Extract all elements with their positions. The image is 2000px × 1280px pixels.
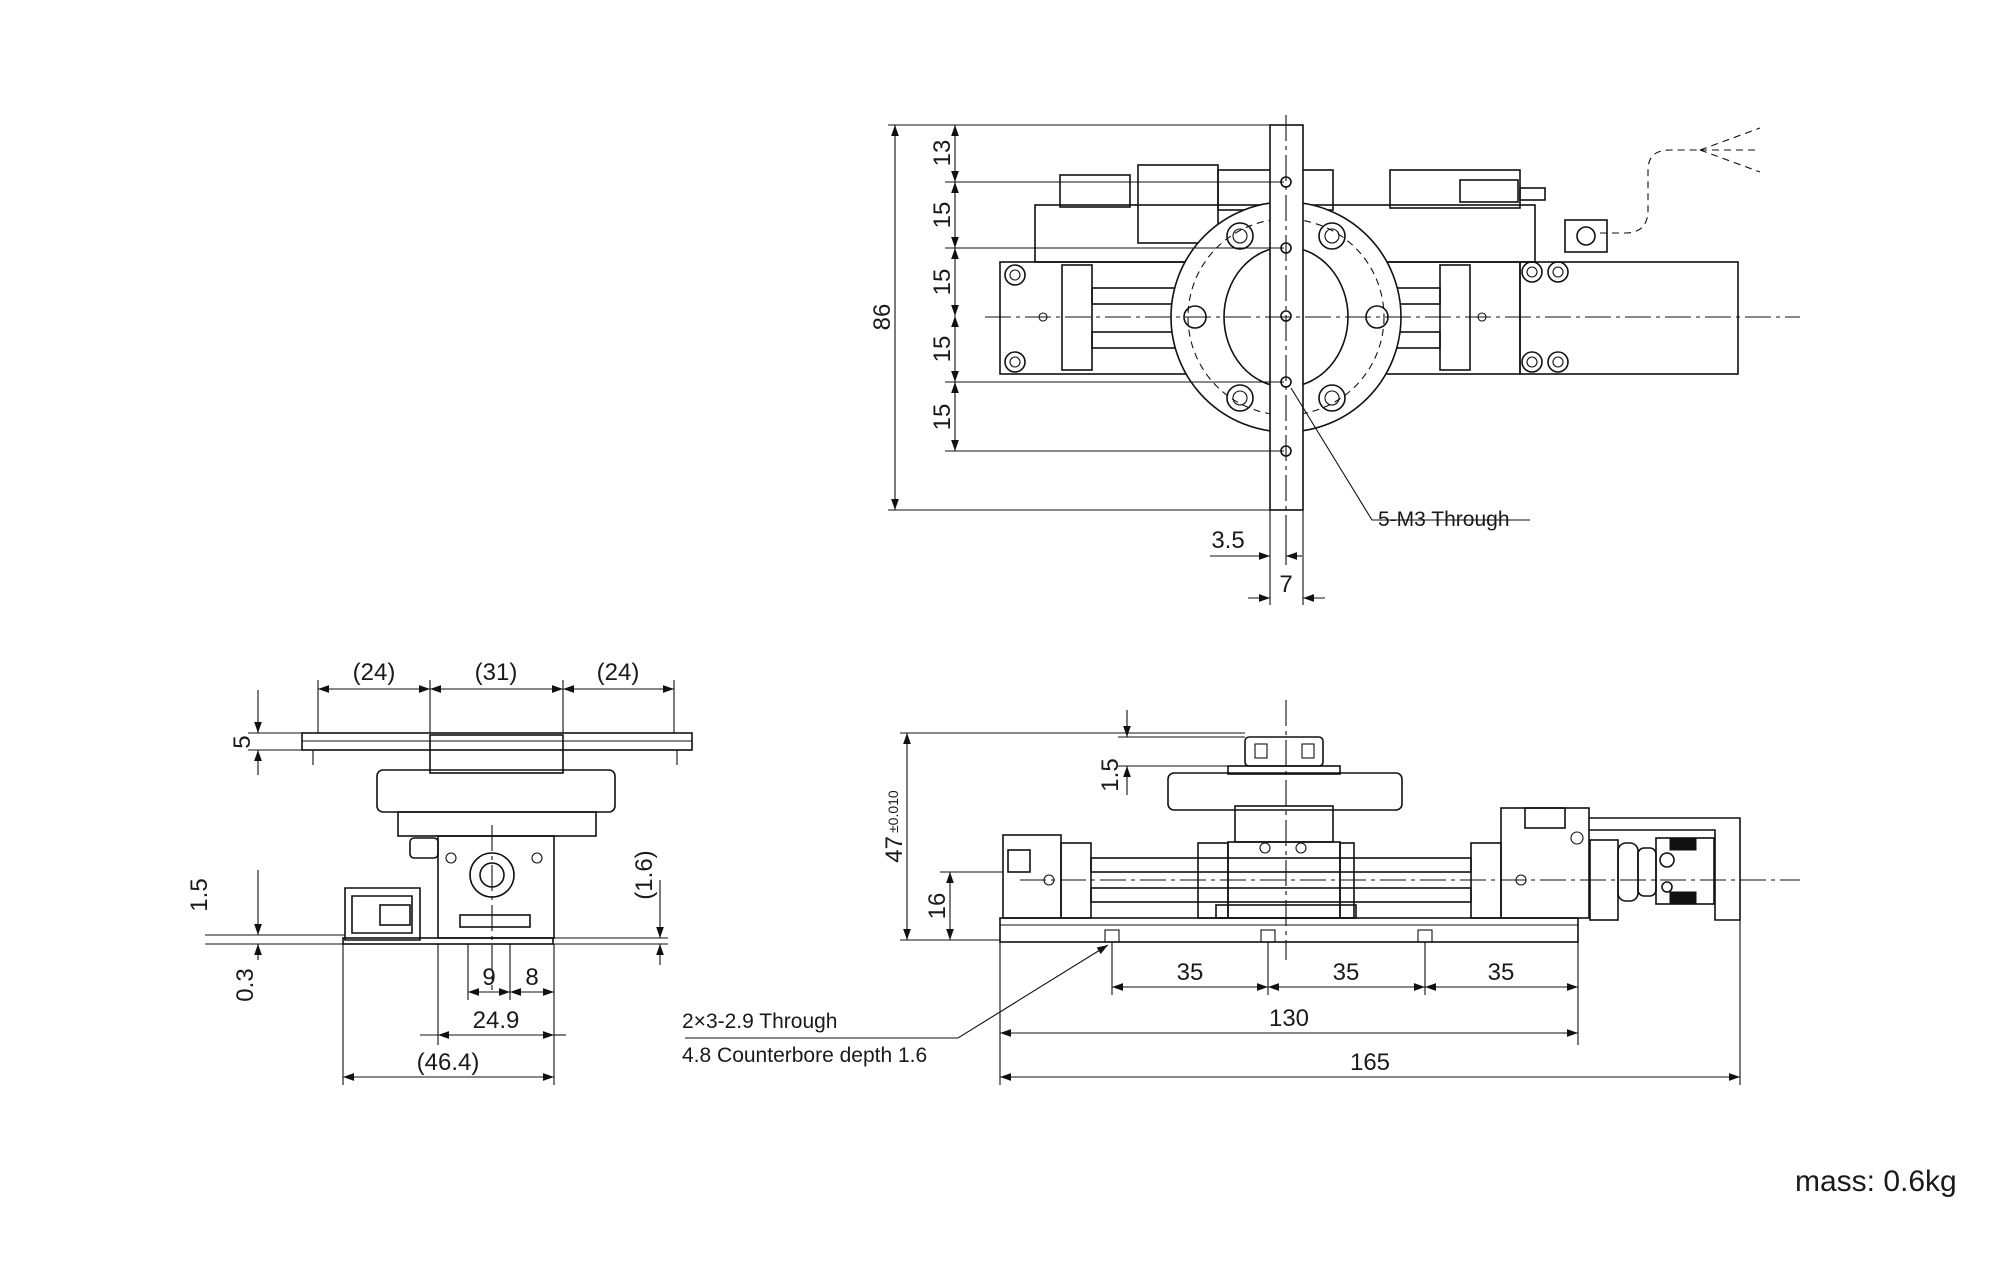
left-view: (24) (31) (24) 5 1.5 0.3 (1.6) 9 8 24.9 …	[186, 659, 693, 1085]
dim-47: 47	[881, 836, 908, 863]
front-rail-carriage	[1244, 736, 1324, 767]
front-rotary-column	[1234, 805, 1334, 843]
top-cable-wires	[1699, 127, 1761, 173]
top-left-block	[1061, 264, 1093, 371]
dim-47-tolerance: ±0.010	[885, 790, 901, 833]
dim-24-left: (24)	[353, 659, 396, 686]
dim-15-top-d: 15	[929, 404, 956, 431]
top-connector-hole	[1576, 226, 1596, 246]
dim-86: 86	[869, 304, 896, 331]
dim-1-5-front: 1.5	[1097, 758, 1124, 791]
dim-13-top: 13	[929, 140, 956, 167]
dim-15-top-c: 15	[929, 336, 956, 363]
dim-130: 130	[1269, 1005, 1309, 1032]
dim-9: 9	[482, 964, 495, 991]
dim-0-3: 0.3	[232, 968, 259, 1001]
front-coupler-ring-b	[1637, 847, 1657, 897]
top-screw-holes	[1004, 261, 1569, 373]
callout-counterbore: 4.8 Counterbore depth 1.6	[682, 1044, 927, 1067]
dim-31: (31)	[475, 659, 518, 686]
left-mount-block	[429, 734, 564, 774]
left-rail-clip	[459, 914, 531, 928]
dim-35-a: 35	[1177, 959, 1204, 986]
top-ring-screws	[1226, 222, 1346, 412]
top-motor-housing	[1519, 261, 1739, 375]
dim-24-9: 24.9	[473, 1007, 520, 1034]
left-side-knob	[409, 837, 439, 859]
dim-1-5-left: 1.5	[186, 878, 213, 911]
left-turntable-base	[397, 811, 597, 837]
dim-3-5: 3.5	[1211, 527, 1244, 554]
front-rail-upper	[1090, 857, 1472, 873]
mass-label: mass: 0.6kg	[1795, 1165, 1957, 1198]
dim-35-c: 35	[1488, 959, 1515, 986]
callout-5-m3-through: 5-M3 Through	[1378, 508, 1510, 531]
top-callout-leader	[1290, 387, 1530, 521]
top-cable	[1600, 149, 1700, 234]
front-turntable	[1167, 772, 1403, 811]
top-sensor-plug	[1519, 187, 1546, 201]
dim-16: 16	[924, 893, 951, 920]
front-motor-bracket	[1589, 817, 1741, 921]
dim-15-top-b: 15	[929, 269, 956, 296]
left-turntable	[376, 769, 616, 813]
front-callout-leader	[685, 944, 1109, 1039]
dim-35-b: 35	[1333, 959, 1360, 986]
dim-1-6: (1.6)	[631, 850, 658, 899]
dim-5: 5	[229, 735, 256, 748]
front-view: 47 ±0.010 16 1.5 35 35 35 130 165 2×3-2.…	[682, 700, 1800, 1085]
front-rail-lower	[1090, 887, 1472, 903]
left-motor-clip	[379, 904, 411, 926]
front-base-plate	[999, 917, 1579, 943]
dim-46-4: (46.4)	[417, 1049, 480, 1076]
dim-8: 8	[525, 964, 538, 991]
left-base-plate	[342, 937, 554, 945]
callout-through-holes: 2×3-2.9 Through	[682, 1010, 837, 1033]
front-right-end-block	[1500, 807, 1590, 919]
dim-24-right: (24)	[597, 659, 640, 686]
dim-165: 165	[1350, 1049, 1390, 1076]
top-sensor-cap	[1459, 179, 1519, 203]
top-connector	[1564, 219, 1608, 253]
front-counterbores	[1104, 929, 1433, 943]
top-sensor-block-left	[1137, 164, 1219, 244]
dim-7: 7	[1279, 571, 1292, 598]
dim-15-top-a: 15	[929, 202, 956, 229]
front-coupler-ring-a	[1617, 842, 1639, 902]
top-sensor-left	[1059, 174, 1131, 208]
top-view: 13 15 15 15 15 86 3.5 7 5-M3 Through	[869, 115, 1800, 605]
left-motor-bracket	[344, 887, 421, 941]
